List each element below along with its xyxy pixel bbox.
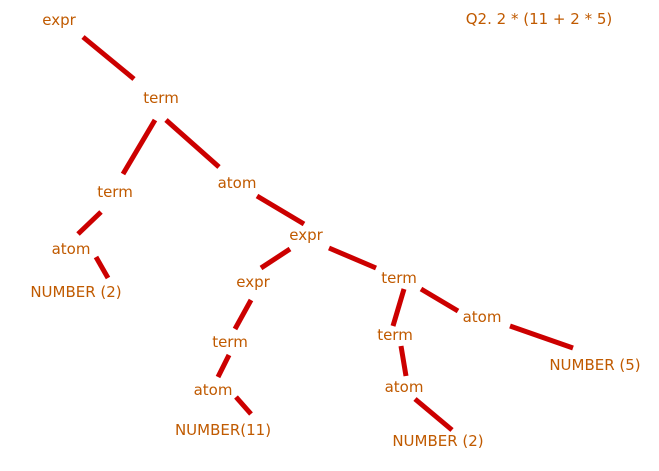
node-term-1: term	[143, 89, 179, 107]
edge-atom-5-to-number-5	[509, 323, 574, 351]
node-term-3: term	[212, 333, 248, 351]
node-number-2-b: NUMBER (2)	[392, 432, 483, 450]
edge-term-1-to-atom-2	[164, 118, 221, 169]
tree-edges	[76, 35, 574, 432]
node-number-11: NUMBER(11)	[175, 421, 271, 439]
edge-term-2-to-atom-1	[76, 210, 103, 236]
node-root-expr: expr	[42, 11, 76, 29]
node-term-4: term	[381, 269, 417, 287]
question-caption: Q2. 2 * (11 + 2 * 5)	[466, 10, 612, 28]
node-number-2-a: NUMBER (2)	[30, 283, 121, 301]
edge-expr-2-to-term-4	[328, 245, 377, 271]
node-expr-3: expr	[236, 273, 270, 291]
edge-root-expr-to-term-1	[81, 35, 136, 81]
edge-atom-1-to-number-2-a	[93, 255, 111, 280]
edge-atom-2-to-expr-2	[255, 193, 306, 227]
edge-term-5-to-atom-4	[398, 345, 409, 377]
edge-term-4-to-atom-5	[419, 286, 460, 314]
node-atom-4: atom	[385, 378, 424, 396]
edge-expr-3-to-term-3	[232, 298, 254, 331]
edge-term-4-to-term-5	[390, 288, 407, 327]
node-term-2: term	[97, 183, 133, 201]
node-atom-5: atom	[463, 308, 502, 326]
edge-atom-3-to-number-11	[234, 395, 253, 416]
edge-expr-2-to-expr-3	[259, 246, 292, 271]
node-atom-1: atom	[52, 240, 91, 258]
edge-term-1-to-term-2	[120, 118, 158, 176]
node-atom-2: atom	[218, 174, 257, 192]
edge-atom-4-to-number-2-b	[413, 397, 454, 432]
node-atom-3: atom	[194, 381, 233, 399]
node-term-5: term	[377, 326, 413, 344]
edge-term-3-to-atom-3	[215, 353, 232, 379]
node-number-5: NUMBER (5)	[549, 356, 640, 374]
node-expr-2: expr	[289, 226, 323, 244]
